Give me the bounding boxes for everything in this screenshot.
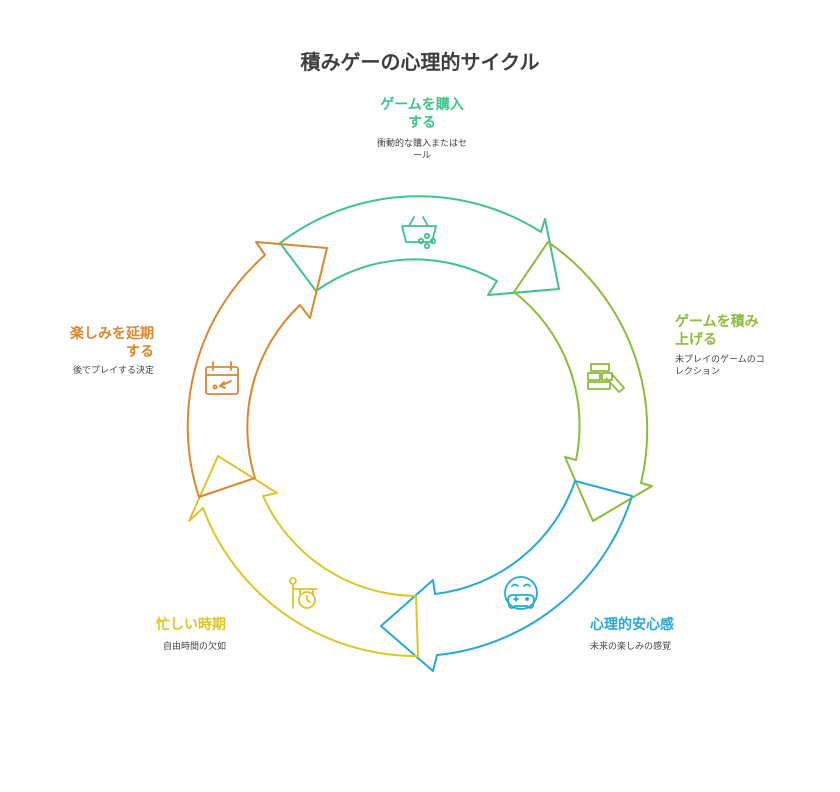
cycle-arrow-safe (380, 480, 633, 672)
stacked-blocks-icon (587, 363, 625, 393)
stage-desc-buy: 衝動的な購入またはセール (376, 139, 467, 161)
stage-title-safe: 心理的安心感 (590, 617, 674, 633)
stage-desc-stack: 未プレイのゲームのコレクション (675, 355, 765, 377)
shopping-basket-icon (401, 216, 437, 250)
stage-title-delay: 楽しみを延期する (70, 326, 154, 360)
cycle-arrow-busy (188, 455, 419, 658)
cycle-arrow-stack (513, 241, 653, 522)
calendar-icon (205, 361, 239, 395)
cycle-arrow-delay (186, 241, 328, 498)
stage-desc-busy: 自由時間の欠如 (162, 642, 226, 652)
diagram-title: 積みゲーの心理的サイクル (300, 50, 540, 74)
cycle-arrow-buy (279, 195, 560, 296)
clock-sign-icon (289, 577, 318, 609)
stage-desc-safe: 未来の楽しみの感覚 (590, 642, 672, 652)
gamepad-face-icon (504, 576, 538, 610)
stage-title-busy: 忙しい時期 (156, 617, 226, 633)
stage-desc-delay: 後でプレイする決定 (72, 366, 154, 376)
stage-title-buy: ゲームを購入する (380, 97, 464, 131)
stage-title-stack: ゲームを積み上げる (675, 314, 759, 348)
